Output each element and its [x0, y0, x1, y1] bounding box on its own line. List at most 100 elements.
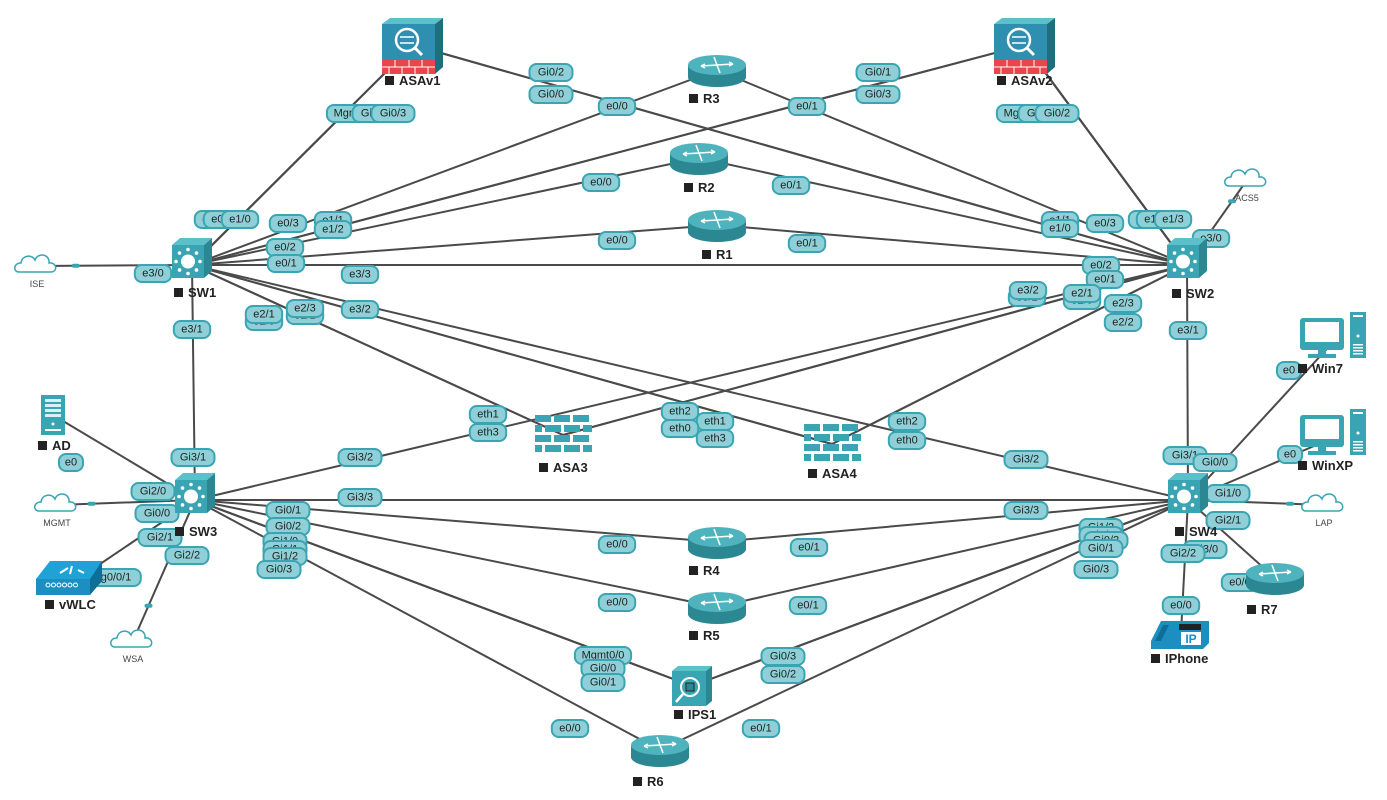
port-label[interactable]: eth2	[887, 412, 927, 431]
port-label[interactable]: e0/3	[1085, 214, 1125, 233]
port-label[interactable]: Gi0/1	[855, 63, 901, 82]
node-winxp[interactable]: WinXP	[1298, 409, 1366, 473]
port-label[interactable]: e1/0	[1040, 219, 1080, 238]
port-label[interactable]: e0/0	[597, 97, 637, 116]
node-asav1[interactable]: ASAv1	[382, 18, 443, 88]
port-label[interactable]: e0/1	[788, 596, 828, 615]
node-r3[interactable]: R3	[688, 55, 746, 106]
port-label[interactable]: e1/3	[1153, 210, 1193, 229]
port-label[interactable]: e2/1	[244, 305, 284, 324]
link-sw4-r5[interactable]	[716, 499, 1189, 608]
port-label[interactable]: e0/2	[1081, 256, 1121, 275]
node-r6[interactable]: R6	[631, 735, 689, 789]
port-label[interactable]: eth3	[468, 423, 508, 442]
port-label[interactable]: Gi0/0	[134, 504, 180, 523]
node-sw4[interactable]: SW4	[1168, 473, 1218, 539]
port-label[interactable]: Gi0/3	[760, 647, 806, 666]
node-r1[interactable]: R1	[688, 210, 746, 262]
node-ise[interactable]: ISE	[14, 254, 57, 289]
port-label[interactable]: Gi3/2	[337, 448, 383, 467]
port-label[interactable]: e0/0	[597, 535, 637, 554]
port-label[interactable]: e3/0	[133, 264, 173, 283]
port-label[interactable]: Gi3/2	[1003, 450, 1049, 469]
node-asa3[interactable]: ASA3	[535, 415, 592, 475]
port-label[interactable]: Gi2/2	[164, 546, 210, 565]
port-label[interactable]: e0	[1276, 361, 1302, 380]
port-label[interactable]: g0/0/1	[90, 568, 142, 587]
port-label[interactable]: eth0	[887, 431, 927, 450]
port-label[interactable]: e3/2	[1008, 281, 1048, 300]
node-r7[interactable]: R7	[1246, 563, 1304, 617]
port-label[interactable]: e0/2	[265, 238, 305, 257]
node-ips1[interactable]: IPS1	[672, 666, 716, 722]
port-label[interactable]: Gi3/3	[337, 488, 383, 507]
port-label[interactable]: eth2	[660, 402, 700, 421]
node-r2[interactable]: R2	[670, 143, 728, 195]
port-label[interactable]: Gi2/0	[130, 482, 176, 501]
port-label[interactable]: e0/1	[789, 538, 829, 557]
port-label[interactable]: Gi3/1	[170, 448, 216, 467]
port-label[interactable]: e0/0	[597, 593, 637, 612]
node-asav2[interactable]: ASAv2	[994, 18, 1055, 88]
port-label[interactable]: e0/1	[1085, 270, 1125, 289]
port-label[interactable]: Gi0/3	[370, 104, 416, 123]
port-label[interactable]: e0/1	[787, 97, 827, 116]
port-label[interactable]: e3/1	[172, 320, 212, 339]
port-label[interactable]: e3/1	[1168, 321, 1208, 340]
port-label[interactable]: e0/1	[741, 719, 781, 738]
node-ad[interactable]: AD	[38, 395, 71, 453]
link-r2-sw2[interactable]	[698, 157, 1188, 266]
node-vwlc[interactable]: vWLC	[36, 561, 102, 612]
port-label[interactable]: Gi0/2	[760, 665, 806, 684]
port-label[interactable]: eth1	[468, 405, 508, 424]
node-sw1[interactable]: SW1	[172, 238, 216, 300]
port-label[interactable]: e0/0	[581, 173, 621, 192]
node-win7[interactable]: Win7	[1298, 312, 1366, 376]
link-sw1-asa3[interactable]	[191, 264, 564, 436]
link-sw4-win7[interactable]	[1187, 339, 1336, 501]
port-label[interactable]: e1/0	[220, 210, 260, 229]
port-label[interactable]: e1/2	[313, 220, 353, 239]
port-label[interactable]: e0/0	[550, 719, 590, 738]
port-label[interactable]: eth0	[660, 419, 700, 438]
port-label[interactable]: eth3	[695, 429, 735, 448]
node-r5[interactable]: R5	[688, 592, 746, 643]
port-label[interactable]: e3/3	[340, 265, 380, 284]
port-label[interactable]: Gi0/2	[1034, 104, 1080, 123]
port-label[interactable]: e0/1	[787, 234, 827, 253]
port-label[interactable]: Gi0/1	[265, 501, 311, 520]
link-r3-sw1[interactable]	[191, 69, 718, 266]
port-label[interactable]: Gi0/1	[580, 673, 626, 692]
port-label[interactable]: Gi1/0	[1205, 484, 1251, 503]
port-label[interactable]: Gi0/3	[1073, 560, 1119, 579]
node-sw2[interactable]: SW2	[1167, 238, 1214, 301]
port-label[interactable]: e0/0	[1161, 596, 1201, 615]
port-label[interactable]: Gi0/2	[528, 63, 574, 82]
port-label[interactable]: Gi2/1	[137, 528, 183, 547]
port-label[interactable]: Gi0/1	[1078, 539, 1124, 558]
link-r3-sw2[interactable]	[716, 69, 1188, 266]
port-label[interactable]: e0/1	[266, 254, 306, 273]
link-sw3-wsa[interactable]	[132, 499, 196, 642]
link-sw4-r4[interactable]	[716, 499, 1189, 543]
port-label[interactable]: e0	[1277, 445, 1303, 464]
link-sw1-asa4[interactable]	[191, 264, 833, 445]
port-label[interactable]: Gi0/3	[256, 560, 302, 579]
node-mgmt[interactable]: MGMT	[34, 493, 77, 528]
node-lap[interactable]: LAP	[1301, 493, 1344, 528]
port-label[interactable]: Gi0/0	[1192, 453, 1238, 472]
node-sw3[interactable]: SW3	[175, 473, 217, 539]
port-label[interactable]: Gi2/2	[1160, 544, 1206, 563]
port-label[interactable]: Gi0/0	[528, 85, 574, 104]
port-label[interactable]: e3/2	[340, 300, 380, 319]
port-label[interactable]: Gi2/1	[1205, 511, 1251, 530]
port-label[interactable]: e0/1	[771, 176, 811, 195]
port-label[interactable]: e2/3	[1103, 294, 1143, 313]
port-label[interactable]: e0	[58, 453, 84, 472]
port-label[interactable]: Gi0/3	[855, 85, 901, 104]
port-label[interactable]: e2/1	[1062, 284, 1102, 303]
node-acs5[interactable]: ACS5	[1224, 168, 1267, 203]
port-label[interactable]: eth1	[695, 412, 735, 431]
port-label[interactable]: e2/3	[285, 299, 325, 318]
